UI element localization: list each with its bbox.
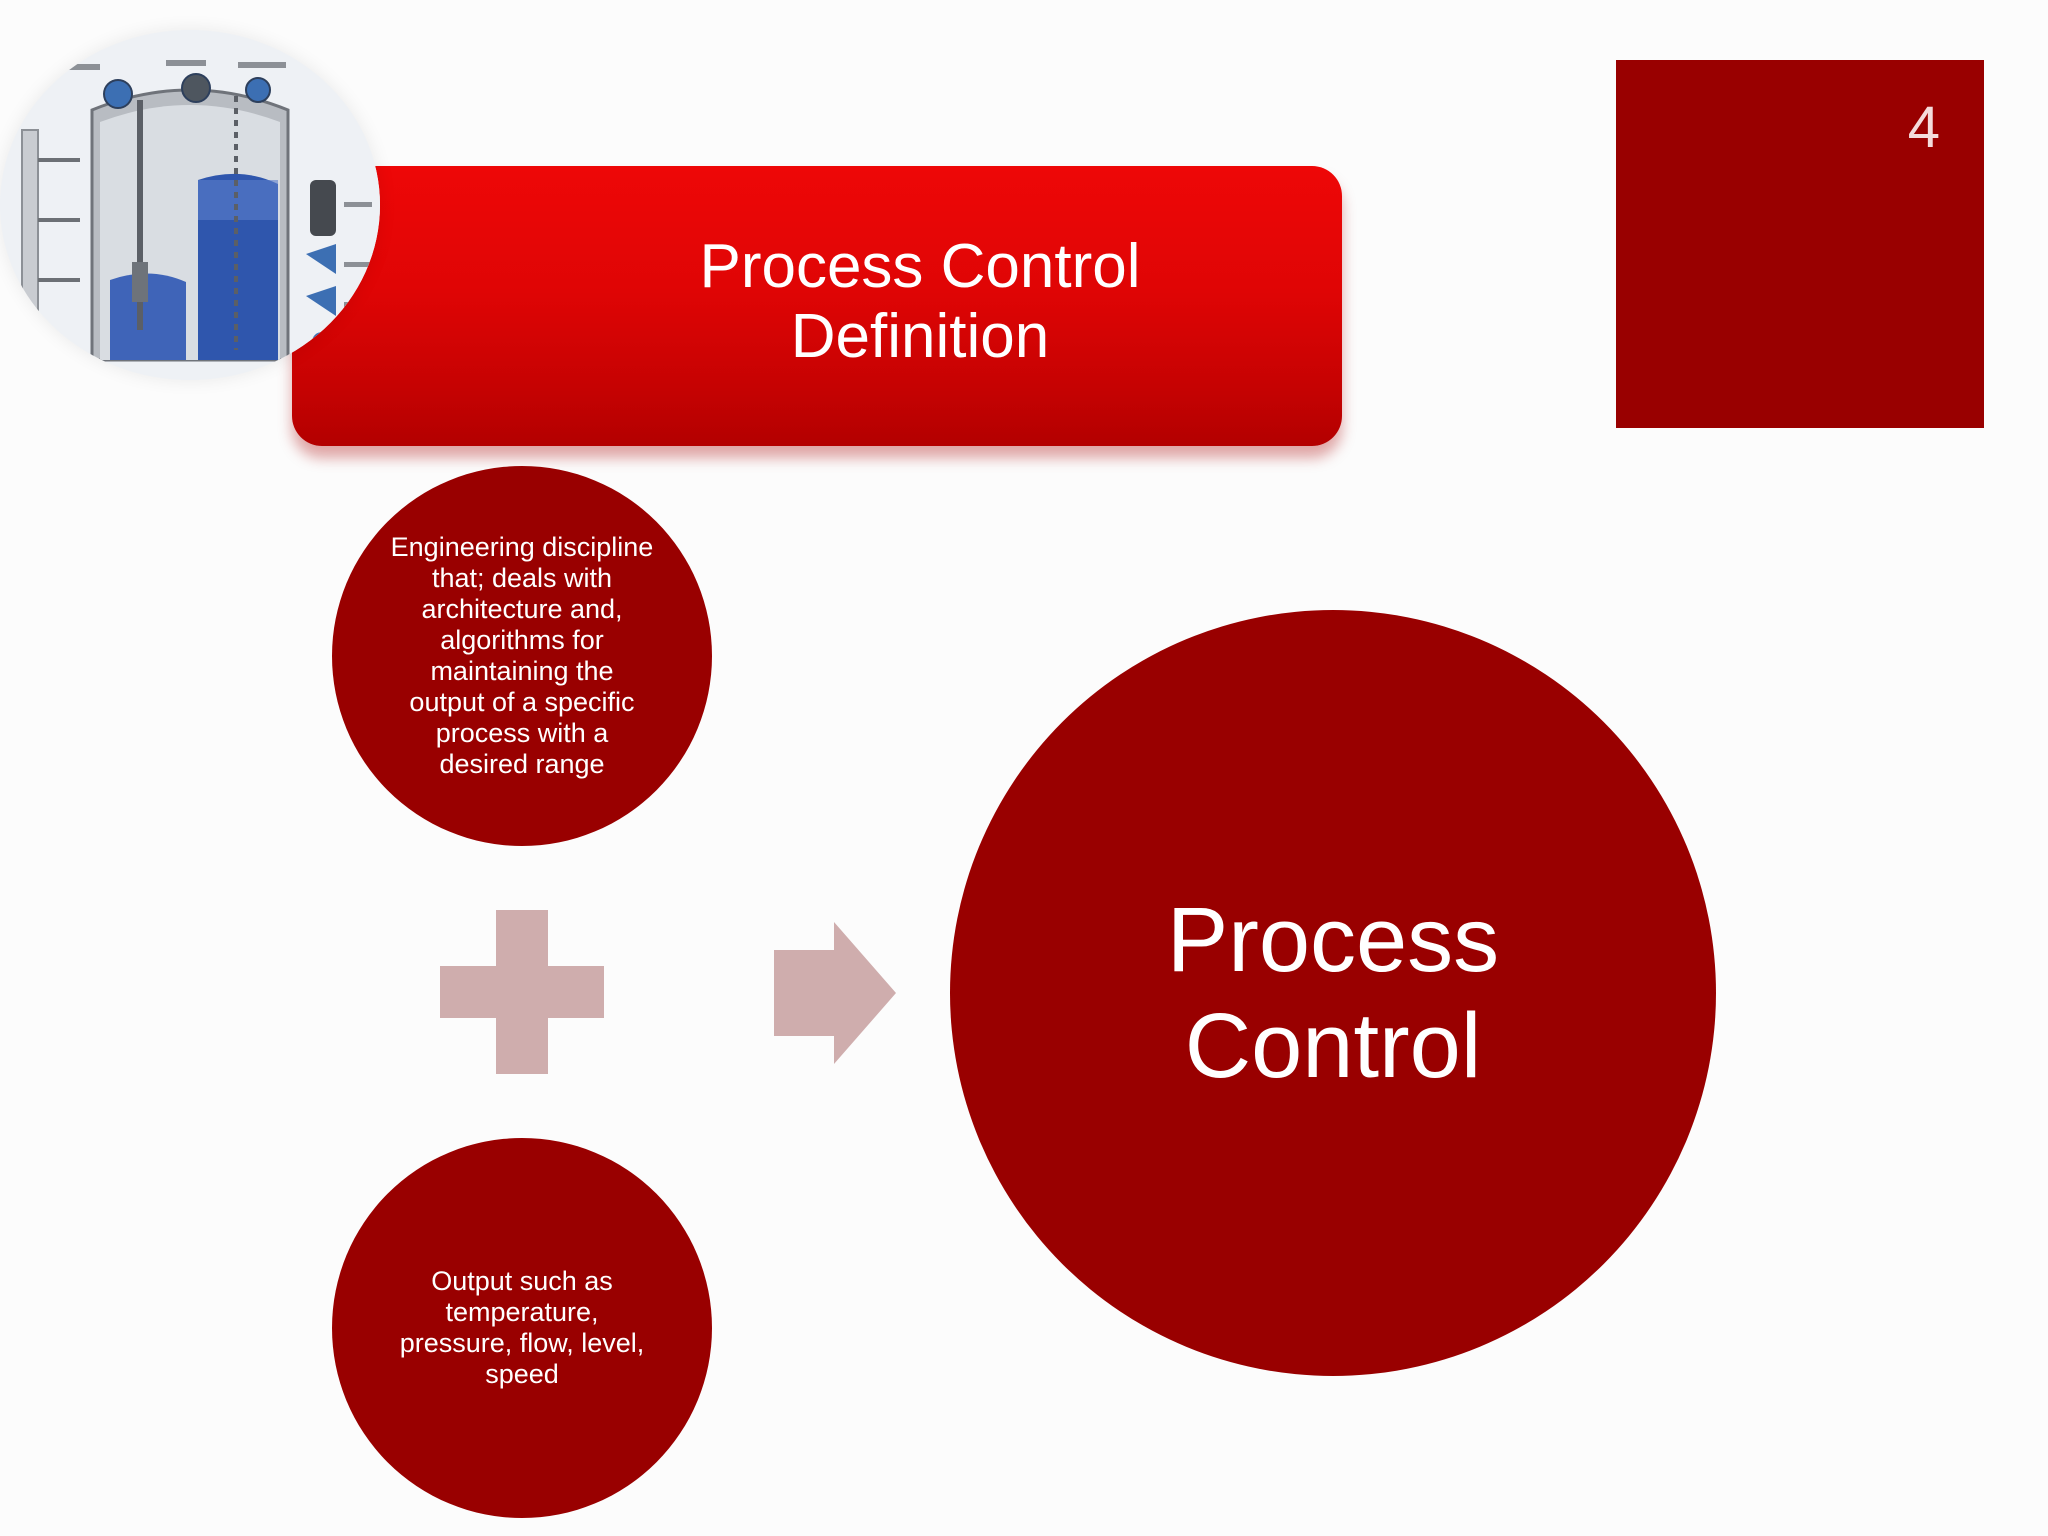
definition-text: Engineering discipline that; deals with … [390,532,654,779]
outputs-text: Output such as temperature, pressure, fl… [399,1266,645,1389]
process-control-line-2: Control [1184,995,1482,1097]
process-control-text: Process Control [1167,887,1499,1099]
process-control-circle: Process Control [950,610,1716,1376]
process-control-line-1: Process [1166,889,1500,991]
outputs-circle: Output such as temperature, pressure, fl… [332,1138,712,1518]
title-banner [292,166,1342,446]
tank-level-illustration-image [0,30,380,380]
slide-title-line-2: Definition [790,302,1050,371]
arrow-right-icon [774,922,896,1064]
definition-circle: Engineering discipline that; deals with … [332,466,712,846]
plus-vertical-bar [496,910,548,1074]
slide-number: 4 [1907,95,1940,160]
slide-title: Process Control Definition [620,232,1220,372]
slide-number-box: 4 [1616,60,1984,428]
slide-title-line-1: Process Control [699,232,1141,301]
plus-icon [440,910,604,1074]
